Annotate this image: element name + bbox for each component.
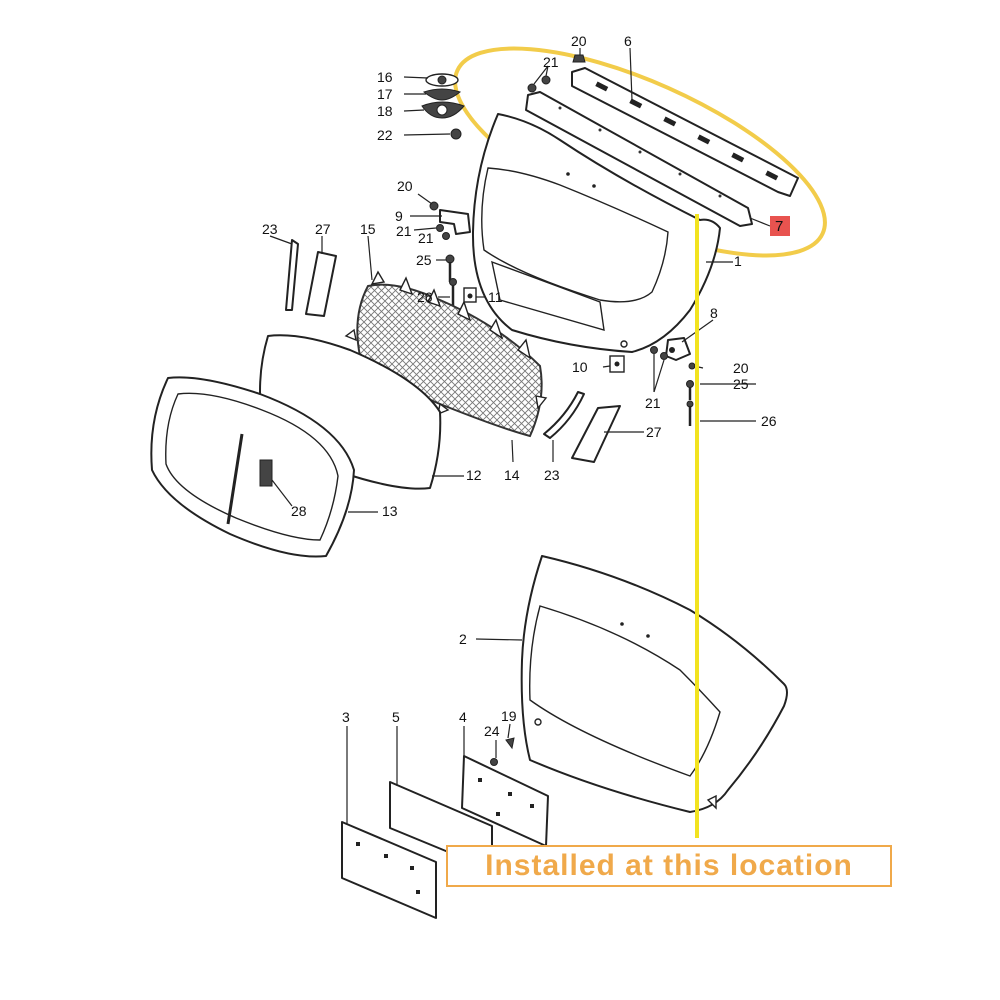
callout-26-right: 26 [761,413,777,429]
callout-25-left: 25 [416,252,432,268]
installed-location-banner: Installed at this location [446,845,892,887]
callout-2: 2 [459,631,467,647]
part-26-bolt-left [449,278,457,306]
callout-24: 24 [484,723,500,739]
callout-25-right: 25 [733,376,749,392]
part-20-clip-top [572,54,586,63]
callout-20-right: 20 [733,360,749,376]
part-23-strip-right [543,391,585,439]
part-16-emblem [425,73,459,87]
part-7-trim-strip [525,91,753,227]
callout-1: 1 [734,253,742,269]
part-21-nuts-top [527,75,551,93]
part-26-bolt-right [686,400,694,426]
part-7-marker [770,216,790,236]
callout-16: 16 [377,69,393,85]
callout-7: 7 [775,218,783,235]
part-2-lower-panel [520,555,788,813]
part-27-block-left [305,251,337,317]
part-6-trim-strip [571,67,799,197]
callout-21-mid-b: 21 [418,230,434,246]
part-11-clip [463,287,477,303]
callout-14: 14 [504,467,520,483]
callout-6: 6 [624,33,632,49]
banner-text: Installed at this location [485,849,853,882]
callout-21-mid-a: 21 [396,223,412,239]
callout-23-left: 23 [262,221,278,237]
callout-labels: 16 17 18 22 20 6 21 7 1 20 9 21 21 25 26… [262,33,783,739]
callout-9: 9 [395,208,403,224]
callout-11: 11 [488,289,503,305]
callout-18: 18 [377,103,393,119]
part-10-clip [609,355,625,373]
part-8-bracket [665,337,691,361]
callout-3: 3 [342,709,350,725]
callout-13: 13 [382,503,398,519]
callout-22: 22 [377,127,393,143]
callout-12: 12 [466,467,482,483]
callout-8: 8 [710,305,718,321]
callout-20-mid: 20 [397,178,413,194]
callout-5: 5 [392,709,400,725]
part-21-nuts-right [650,346,668,360]
callout-19: 19 [501,708,517,724]
part-23-strip-left [285,239,299,311]
callout-15: 15 [360,221,376,237]
callout-10: 10 [572,359,588,375]
callout-17: 17 [377,86,393,102]
callout-21-top: 21 [543,54,559,70]
callout-28: 28 [291,503,307,519]
part-19-clip [505,737,515,750]
callout-23-right: 23 [544,467,560,483]
callout-27-right: 27 [646,424,662,440]
part-25-bolt-left [445,254,455,282]
callout-27-left: 27 [315,221,331,237]
callout-26-left: 26 [417,289,433,305]
part-1-upper-panel [471,113,721,353]
part-9-bracket [429,201,471,240]
leader-lines [269,47,771,824]
part-18-emblem-base [421,101,465,119]
callout-4: 4 [459,709,467,725]
part-17-emblem-wings [422,88,462,101]
part-27-block-right [571,405,621,463]
part-24-screw [490,758,498,766]
part-3-plate [341,821,437,919]
part-22-clip [450,128,462,140]
part-13-frame [150,376,355,558]
callout-21-right: 21 [645,395,661,411]
callout-20-top: 20 [571,33,587,49]
part-25-bolt-right [686,380,694,400]
